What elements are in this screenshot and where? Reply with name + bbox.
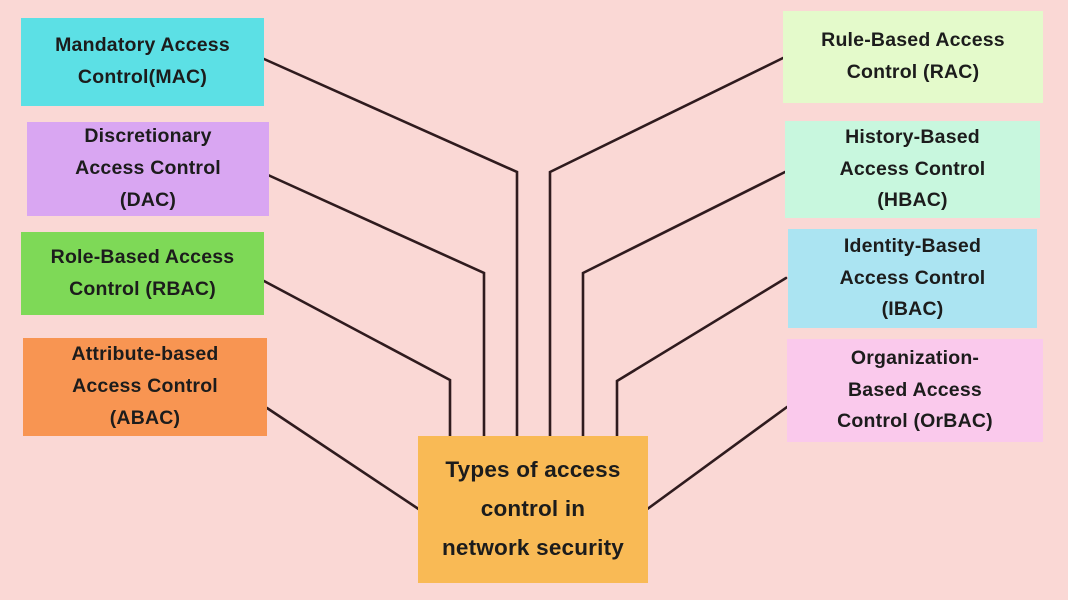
connector-rac [548,56,785,440]
node-organization-based-access-control: Organization- Based Access Control (OrBA… [787,339,1043,442]
node-rule-based-access-control: Rule-Based Access Control (RAC) [783,11,1043,103]
connector-ibac [615,276,788,440]
connector-dac [266,173,486,440]
connector-rbac [262,279,452,440]
node-mandatory-access-control: Mandatory Access Control(MAC) [21,18,264,106]
node-center-title: Types of access control in network secur… [418,436,648,583]
connector-abac [265,406,422,512]
connector-mac [262,57,519,440]
node-discretionary-access-control: Discretionary Access Control (DAC) [27,122,269,216]
node-role-based-access-control: Role-Based Access Control (RBAC) [21,232,264,315]
connector-hbac [581,170,787,440]
node-history-based-access-control: History-Based Access Control (HBAC) [785,121,1040,218]
node-identity-based-access-control: Identity-Based Access Control (IBAC) [788,229,1037,328]
connector-orbac [644,405,789,512]
node-attribute-based-access-control: Attribute-based Access Control (ABAC) [23,338,267,436]
